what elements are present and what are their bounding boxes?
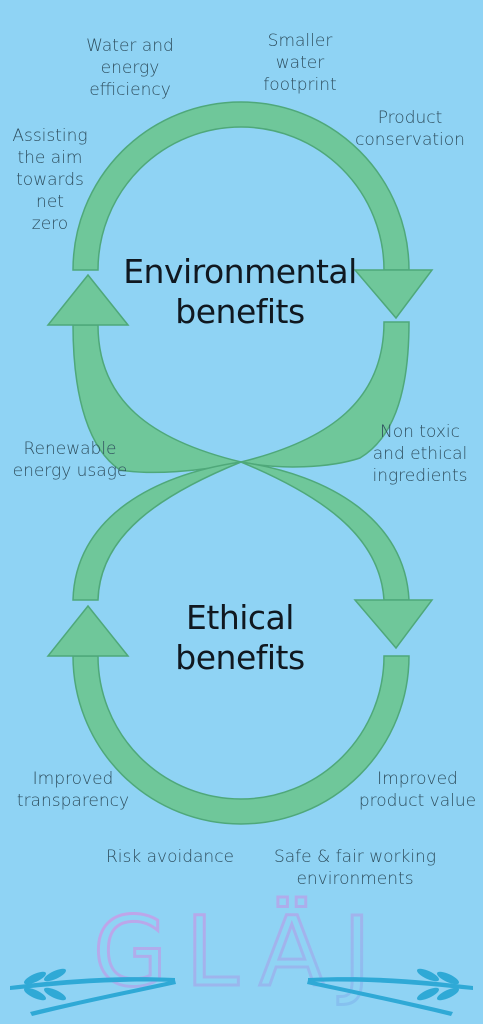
- label-product-conservation: Product conservation: [355, 108, 465, 150]
- bottom-right-arrowhead: [353, 599, 434, 650]
- top-left-lower-band: [72, 324, 242, 474]
- environmental-cycle-arrows: [46, 101, 434, 474]
- label-risk-avoidance: Risk avoidance: [105, 847, 235, 867]
- label-net-zero: Assisting the aim towards net zero: [12, 126, 88, 234]
- label-water-energy-efficiency: Water and energy efficiency: [86, 36, 174, 100]
- right-leaf-sprig-icon: [307, 968, 473, 1016]
- bottom-left-arrowhead: [46, 604, 130, 657]
- label-safe-fair-working: Safe & fair working environments: [273, 847, 437, 889]
- label-improved-product-value: Improved product value: [358, 769, 477, 811]
- bottom-upper-band: [72, 461, 242, 601]
- top-right-lower-band: [240, 321, 410, 468]
- label-improved-transparency: Improved transparency: [16, 769, 130, 811]
- top-right-arrowhead: [353, 269, 434, 320]
- label-non-toxic-ingredients: Non toxic and ethical ingredients: [372, 422, 468, 486]
- top-left-arrowhead: [46, 273, 130, 326]
- brand-logo: GLÄJ: [10, 895, 473, 1016]
- bottom-lower-band: [72, 655, 410, 825]
- ethical-benefits-title: Ethical benefits: [175, 598, 305, 677]
- ethical-cycle-arrows: [46, 461, 434, 825]
- environmental-benefits-title: Environmental benefits: [123, 252, 357, 331]
- left-leaf-sprig-icon: [10, 968, 176, 1016]
- label-smaller-water-footprint: Smaller water footprint: [263, 31, 337, 95]
- label-renewable-energy: Renewable energy usage: [12, 439, 128, 481]
